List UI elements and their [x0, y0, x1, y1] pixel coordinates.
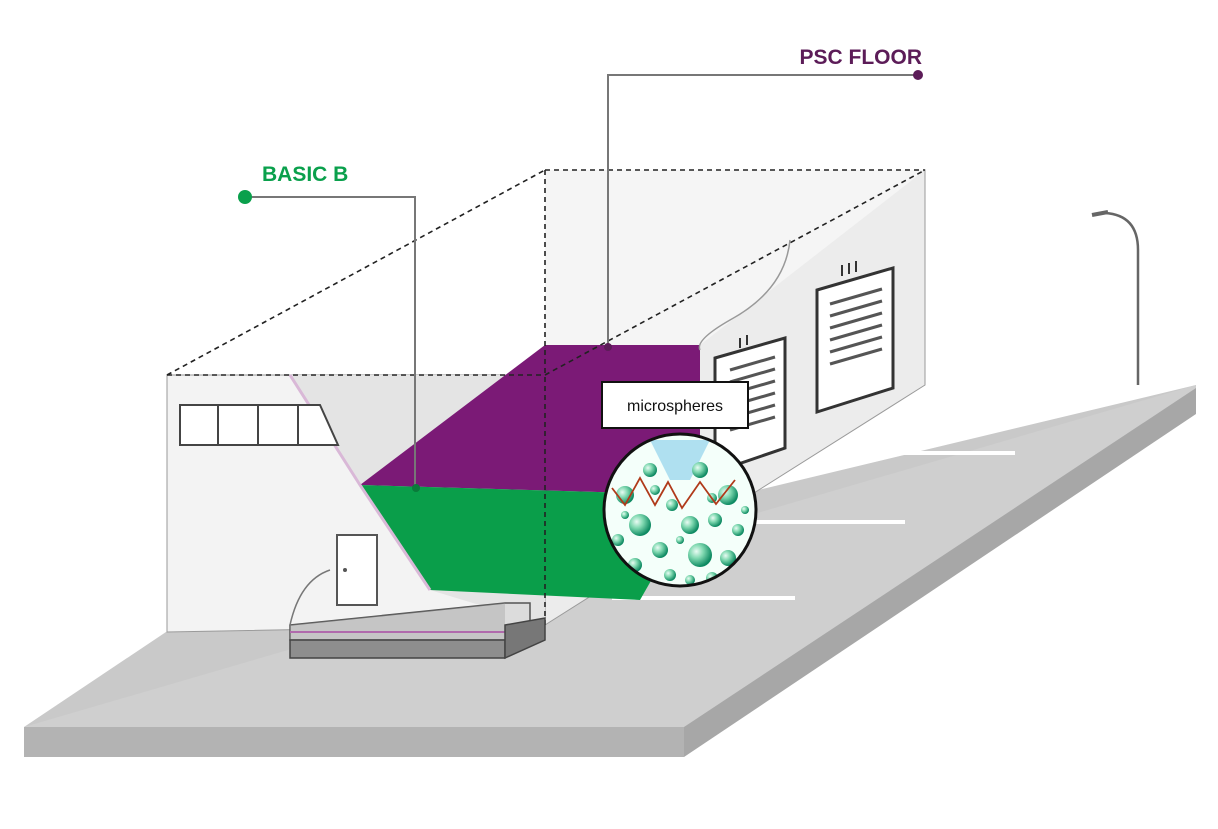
psc-floor-label: PSC FLOOR	[799, 46, 922, 69]
psc-floor-callout: PSC FLOOR	[604, 46, 923, 351]
office-windows	[179, 404, 340, 446]
basic-b-callout: BASIC B	[238, 163, 420, 492]
parking-lines	[612, 451, 1015, 600]
microspheres-label: microspheres	[601, 381, 749, 429]
microspheres-text: microspheres	[627, 398, 723, 415]
magnifier-circle-icon	[602, 432, 758, 588]
basic-b-label: BASIC B	[262, 163, 348, 186]
garage-door-icon	[815, 261, 895, 415]
street-lamp-icon	[1091, 210, 1140, 385]
loading-dock	[289, 569, 546, 660]
wall-cutaway-curve	[698, 239, 791, 351]
garage-door-icon	[713, 335, 787, 475]
door-icon	[336, 534, 378, 606]
